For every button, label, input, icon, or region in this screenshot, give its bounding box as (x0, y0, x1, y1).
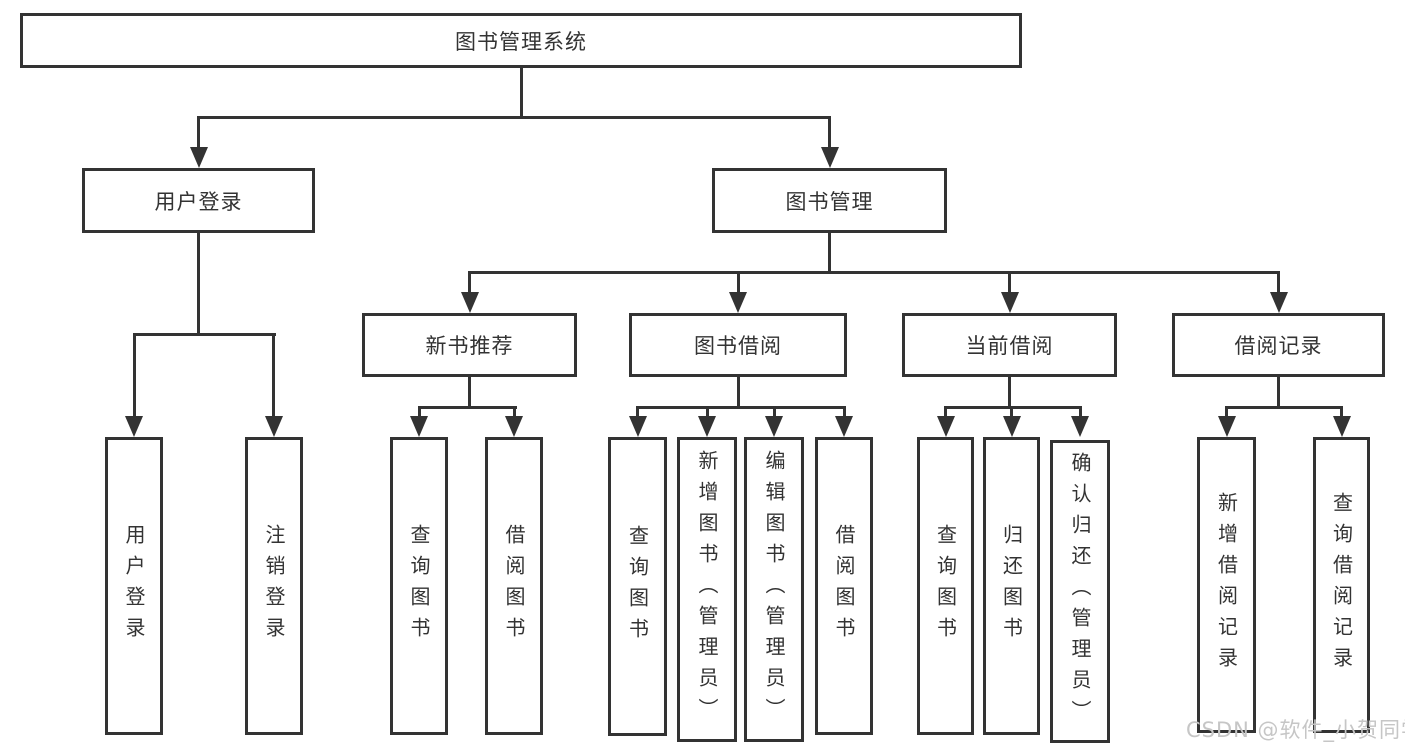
connector-new-book-branch (417, 406, 517, 409)
leaf-query-borrow-record: 查询借阅记录 (1313, 437, 1370, 733)
leaf-logout: 注销登录 (245, 437, 303, 735)
arrow-down-icon (729, 273, 747, 313)
arrow-down-icon (1071, 408, 1089, 437)
arrow-down-icon (1000, 273, 1019, 313)
node-user-login: 用户登录 (82, 168, 315, 233)
node-new-book-recommendation: 新书推荐 (362, 313, 577, 377)
connector-root-stem (519, 68, 523, 118)
arrow-down-icon (1002, 408, 1021, 437)
arrow-down-icon (264, 335, 283, 437)
node-library-management-system: 图书管理系统 (20, 13, 1022, 68)
arrow-down-icon (1269, 273, 1288, 313)
watermark: CSDN @软件_小贺同学 (1186, 718, 1405, 742)
leaf-query-books: 查询图书 (390, 437, 448, 735)
arrow-down-icon (1217, 408, 1236, 437)
node-book-borrowing: 图书借阅 (629, 313, 847, 377)
arrow-down-icon (765, 408, 783, 437)
leaf-borrow-books: 借阅图书 (815, 437, 873, 735)
connector-book-borrow-stem (736, 377, 740, 408)
node-book-management: 图书管理 (712, 168, 947, 233)
arrow-down-icon (125, 335, 143, 437)
connector-book-management-stem (828, 233, 831, 273)
leaf-edit-books-admin: 编辑图书（管理员） (744, 437, 804, 742)
leaf-add-borrow-record: 新增借阅记录 (1197, 437, 1256, 733)
connector-root-branch (197, 116, 831, 119)
arrow-down-icon (460, 273, 479, 313)
arrow-down-icon (189, 118, 208, 168)
connector-book-management-branch (468, 271, 1280, 274)
arrow-down-icon (820, 118, 839, 168)
arrow-down-icon (410, 408, 428, 437)
connector-book-borrow-branch (636, 406, 846, 409)
leaf-borrow-books: 借阅图书 (485, 437, 543, 735)
connector-user-login-branch (132, 333, 276, 336)
connector-user-login-stem (197, 233, 200, 335)
arrow-down-icon (936, 408, 955, 437)
arrow-down-icon (628, 408, 647, 437)
leaf-query-books: 查询图书 (608, 437, 667, 736)
arrow-down-icon (698, 408, 716, 437)
leaf-confirm-return-admin: 确认归还（管理员） (1050, 440, 1110, 743)
connector-borrow-records-branch (1225, 406, 1343, 409)
connector-borrow-records-stem (1277, 377, 1280, 408)
arrow-down-icon (505, 408, 523, 437)
connector-new-book-stem (468, 377, 471, 408)
leaf-return-books: 归还图书 (983, 437, 1040, 735)
node-current-borrowing: 当前借阅 (902, 313, 1117, 377)
leaf-query-books: 查询图书 (917, 437, 974, 735)
leaf-user-login: 用户登录 (105, 437, 163, 735)
connector-current-borrow-branch (944, 406, 1082, 409)
node-borrow-records: 借阅记录 (1172, 313, 1385, 377)
connector-current-borrow-stem (1008, 377, 1011, 408)
leaf-add-books-admin: 新增图书（管理员） (677, 437, 737, 742)
arrow-down-icon (1332, 408, 1351, 437)
arrow-down-icon (835, 408, 853, 437)
